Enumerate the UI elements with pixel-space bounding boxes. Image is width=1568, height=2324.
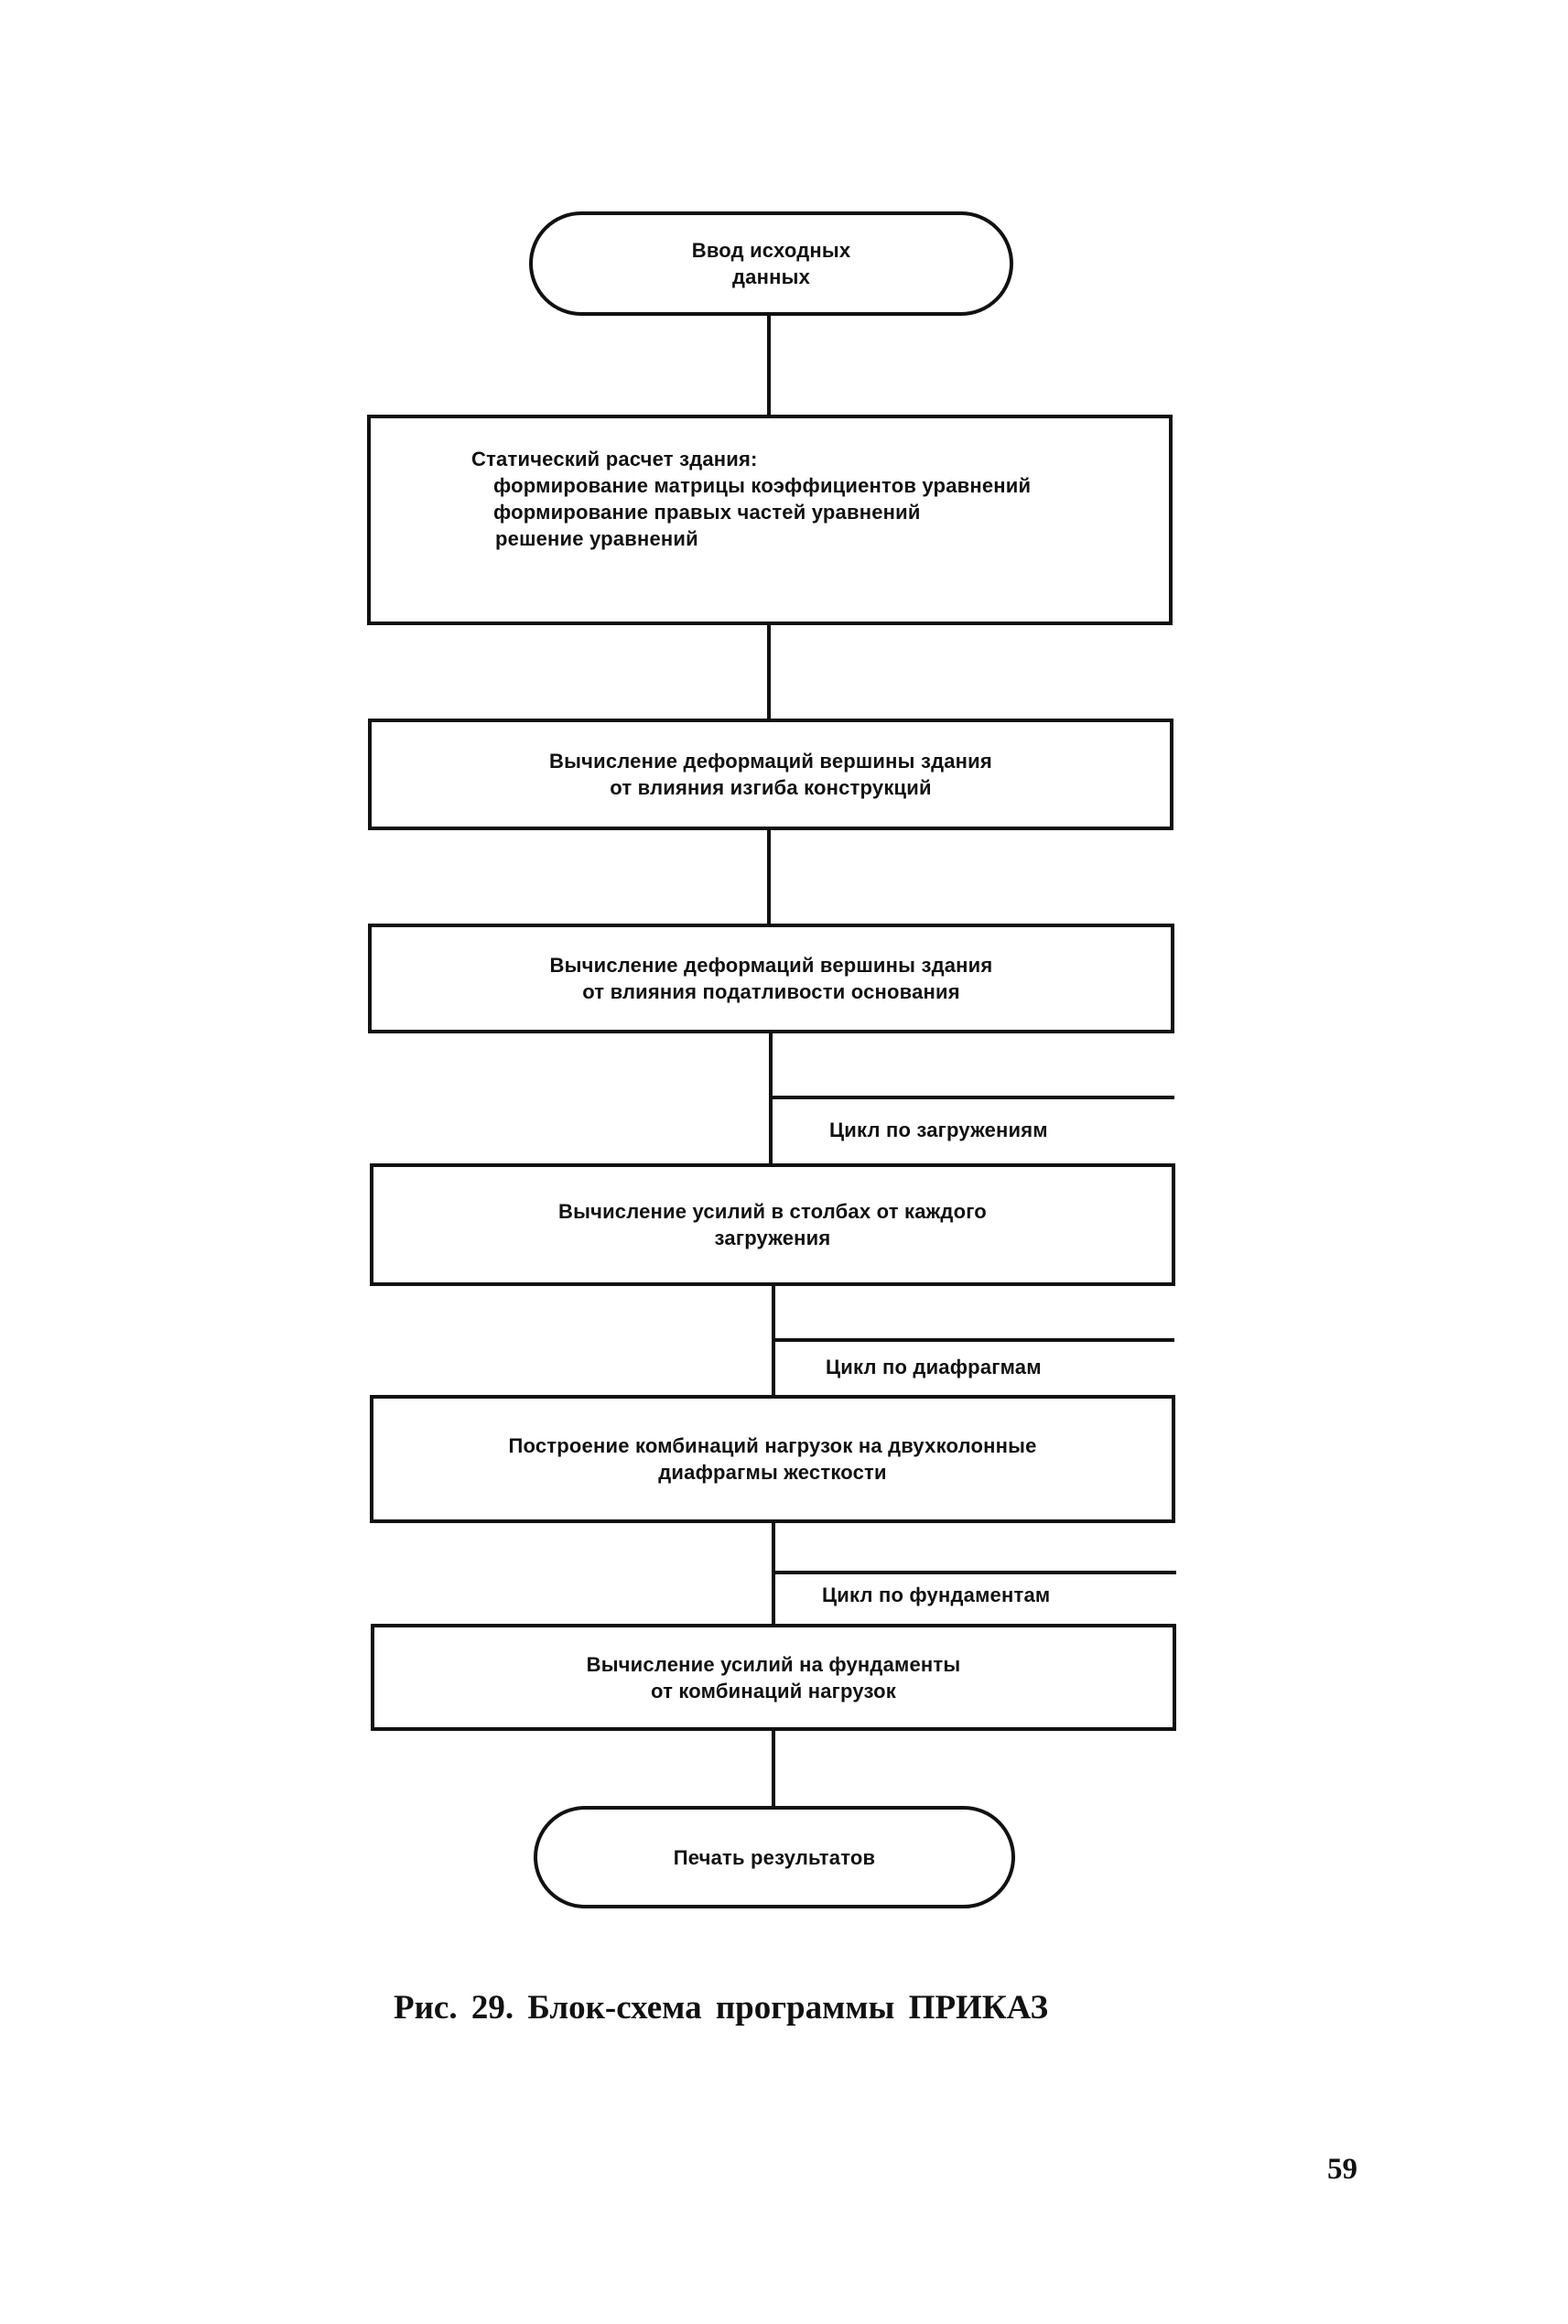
start-terminal: Ввод исходных данных (529, 211, 1013, 316)
load-combinations-block: Построение комбинаций нагрузок на двухко… (370, 1395, 1175, 1523)
static-calculation-block: Статический расчет здания: формирование … (367, 415, 1173, 625)
foundation-compliance-text: Вычисление деформаций вершины здания от … (550, 952, 993, 1005)
load-combinations-text: Построение комбинаций нагрузок на двухко… (509, 1432, 1037, 1486)
start-line-2: данных (732, 265, 810, 288)
static-calculation-step-3: решение уравнений (495, 527, 698, 550)
foundation-compliance-block: Вычисление деформаций вершины здания от … (368, 924, 1174, 1033)
static-calculation-title: Статический расчет здания: (471, 448, 758, 470)
foundation-forces-block: Вычисление усилий на фундаменты от комби… (371, 1624, 1176, 1731)
static-calculation-text: Статический расчет здания: формирование … (471, 446, 1031, 552)
static-calculation-step-1: формирование матрицы коэффициентов уравн… (493, 474, 1032, 497)
bending-line-2: от влияния изгиба конструкций (610, 776, 932, 799)
loop-loads-label: Цикл по загружениям (829, 1119, 1048, 1141)
combinations-line-1: Построение комбинаций нагрузок на двухко… (508, 1434, 1037, 1457)
end-terminal-text: Печать результатов (674, 1844, 876, 1871)
loop-foundations-label: Цикл по фундаментам (822, 1584, 1051, 1606)
column-forces-line-1: Вычисление усилий в столбах от каждого (558, 1200, 987, 1223)
bending-deformation-block: Вычисление деформаций вершины здания от … (368, 719, 1173, 830)
end-line-1: Печать результатов (673, 1845, 876, 1869)
start-terminal-text: Ввод исходных данных (692, 237, 851, 290)
figure-caption: Рис. 29. Блок-схема программы ПРИКАЗ (394, 1989, 1048, 2027)
bending-deformation-text: Вычисление деформаций вершины здания от … (549, 748, 992, 801)
loop-diaphragms-label: Цикл по диафрагмам (826, 1356, 1042, 1378)
foundation-forces-text: Вычисление усилий на фундаменты от комби… (587, 1651, 961, 1704)
static-calculation-step-2: формирование правых частей уравнений (493, 501, 921, 524)
foundation-forces-line-1: Вычисление усилий на фундаменты (586, 1652, 961, 1676)
column-forces-text: Вычисление усилий в столбах от каждого з… (558, 1198, 987, 1251)
start-line-1: Ввод исходных (691, 239, 851, 262)
compliance-line-1: Вычисление деформаций вершины здания (549, 954, 993, 977)
compliance-line-2: от влияния податливости основания (582, 980, 960, 1003)
end-terminal: Печать результатов (534, 1806, 1015, 1908)
combinations-line-2: диафрагмы жесткости (658, 1461, 887, 1484)
page-number: 59 (1327, 2153, 1357, 2186)
column-forces-line-2: загружения (714, 1227, 831, 1249)
column-forces-block: Вычисление усилий в столбах от каждого з… (370, 1163, 1175, 1286)
foundation-forces-line-2: от комбинаций нагрузок (651, 1679, 896, 1702)
bending-line-1: Вычисление деформаций вершины здания (549, 750, 992, 773)
